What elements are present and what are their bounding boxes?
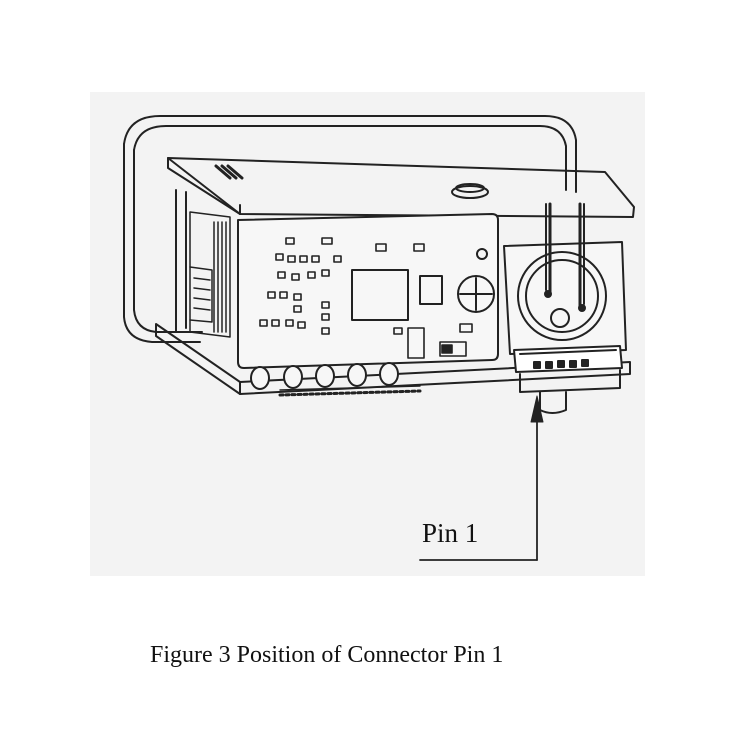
main-pcb: [237, 213, 499, 369]
connector: [513, 345, 623, 414]
side-fins: [189, 211, 231, 338]
pin1-label: Pin 1: [422, 518, 479, 548]
sensor-module: [503, 202, 627, 355]
device-housing: [123, 115, 577, 343]
connector-device-line-drawing: [123, 115, 635, 561]
led-row: [250, 362, 422, 397]
top-lid: [167, 157, 635, 218]
device-drawing-panel: [90, 92, 645, 576]
figure-caption: Figure 3 Position of Connector Pin 1: [150, 642, 504, 668]
pin1-callout: [419, 395, 544, 561]
smd-components: [259, 237, 473, 359]
base-plate: [155, 323, 631, 395]
